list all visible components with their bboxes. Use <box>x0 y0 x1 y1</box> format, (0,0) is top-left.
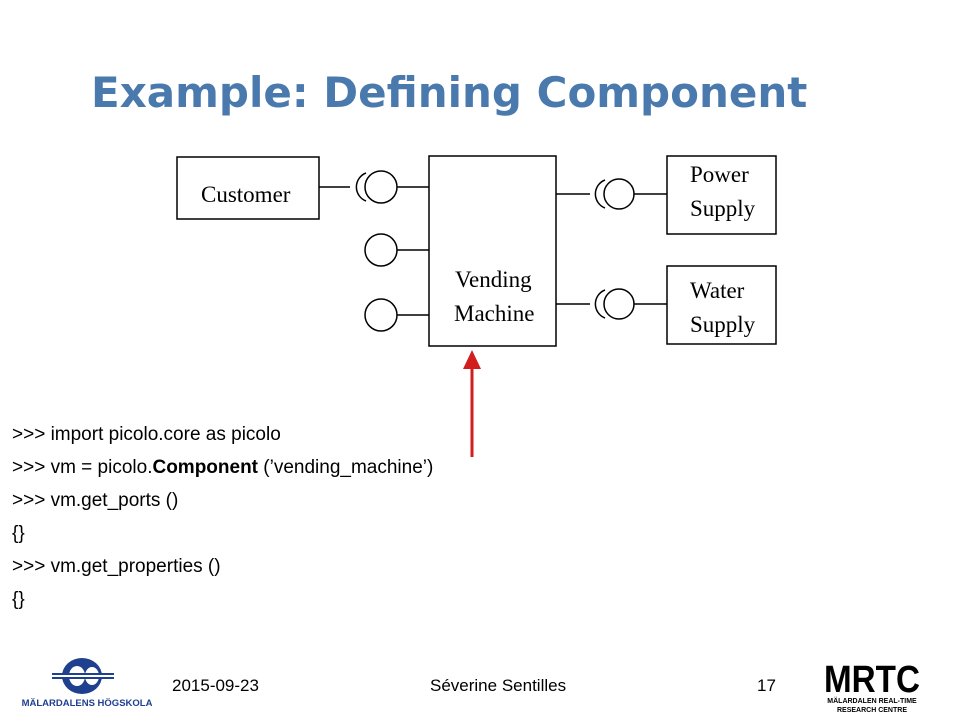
mdh-logo: MÄLARDALENS HÖGSKOLA <box>22 658 152 709</box>
required-interface-socket <box>594 289 606 319</box>
mdh-logo-icon <box>52 658 114 694</box>
required-interface-socket <box>355 172 367 202</box>
customer-label: Customer <box>201 182 291 207</box>
code-line: >>> vm.get_properties () <box>12 556 221 577</box>
provided-interface-ball <box>603 178 635 210</box>
customer-box <box>176 156 320 220</box>
code-line: >>> vm = picolo.Component (’vending_mach… <box>12 457 434 478</box>
provided-interface-ball <box>364 170 398 204</box>
component-keyword: Component <box>152 457 259 478</box>
provided-interface-ball <box>603 288 635 320</box>
code-block: >>> import picolo.core as picolo >>> vm … <box>12 418 433 616</box>
code-line: {} <box>12 589 25 610</box>
vending-machine-box <box>428 155 557 347</box>
water-supply-box <box>666 265 777 345</box>
arrow-head-icon <box>463 350 481 369</box>
power-label-line1: Power <box>690 162 749 187</box>
provided-interface-ball <box>364 298 398 332</box>
provided-interface-ball <box>364 233 398 267</box>
vending-label-line1: Vending <box>455 267 532 292</box>
slide-title: Example: Defining Component <box>91 68 808 117</box>
mrtc-logo-sub2: RESEARCH CENTRE <box>837 707 907 714</box>
water-label-line1: Water <box>690 278 745 303</box>
water-label-line2: Supply <box>690 312 756 337</box>
power-label-line2: Supply <box>690 196 756 221</box>
mrtc-logo-sub1: MÄLARDALEN REAL-TIME <box>827 697 917 705</box>
code-line: {} <box>12 523 25 544</box>
page-number: 17 <box>757 676 776 695</box>
power-supply-box <box>666 155 777 235</box>
vending-label-line2: Machine <box>454 301 534 326</box>
code-line: >>> import picolo.core as picolo <box>12 424 281 445</box>
mdh-logo-text: MÄLARDALENS HÖGSKOLA <box>22 698 152 709</box>
footer-date: 2015-09-23 <box>172 676 259 695</box>
mrtc-logo: MRTC MÄLARDALEN REAL-TIME RESEARCH CENTR… <box>824 659 920 714</box>
mrtc-logo-text: MRTC <box>824 659 920 701</box>
code-line: >>> vm.get_ports () <box>12 490 179 511</box>
required-interface-socket <box>594 179 606 209</box>
footer-author: Séverine Sentilles <box>430 676 567 695</box>
